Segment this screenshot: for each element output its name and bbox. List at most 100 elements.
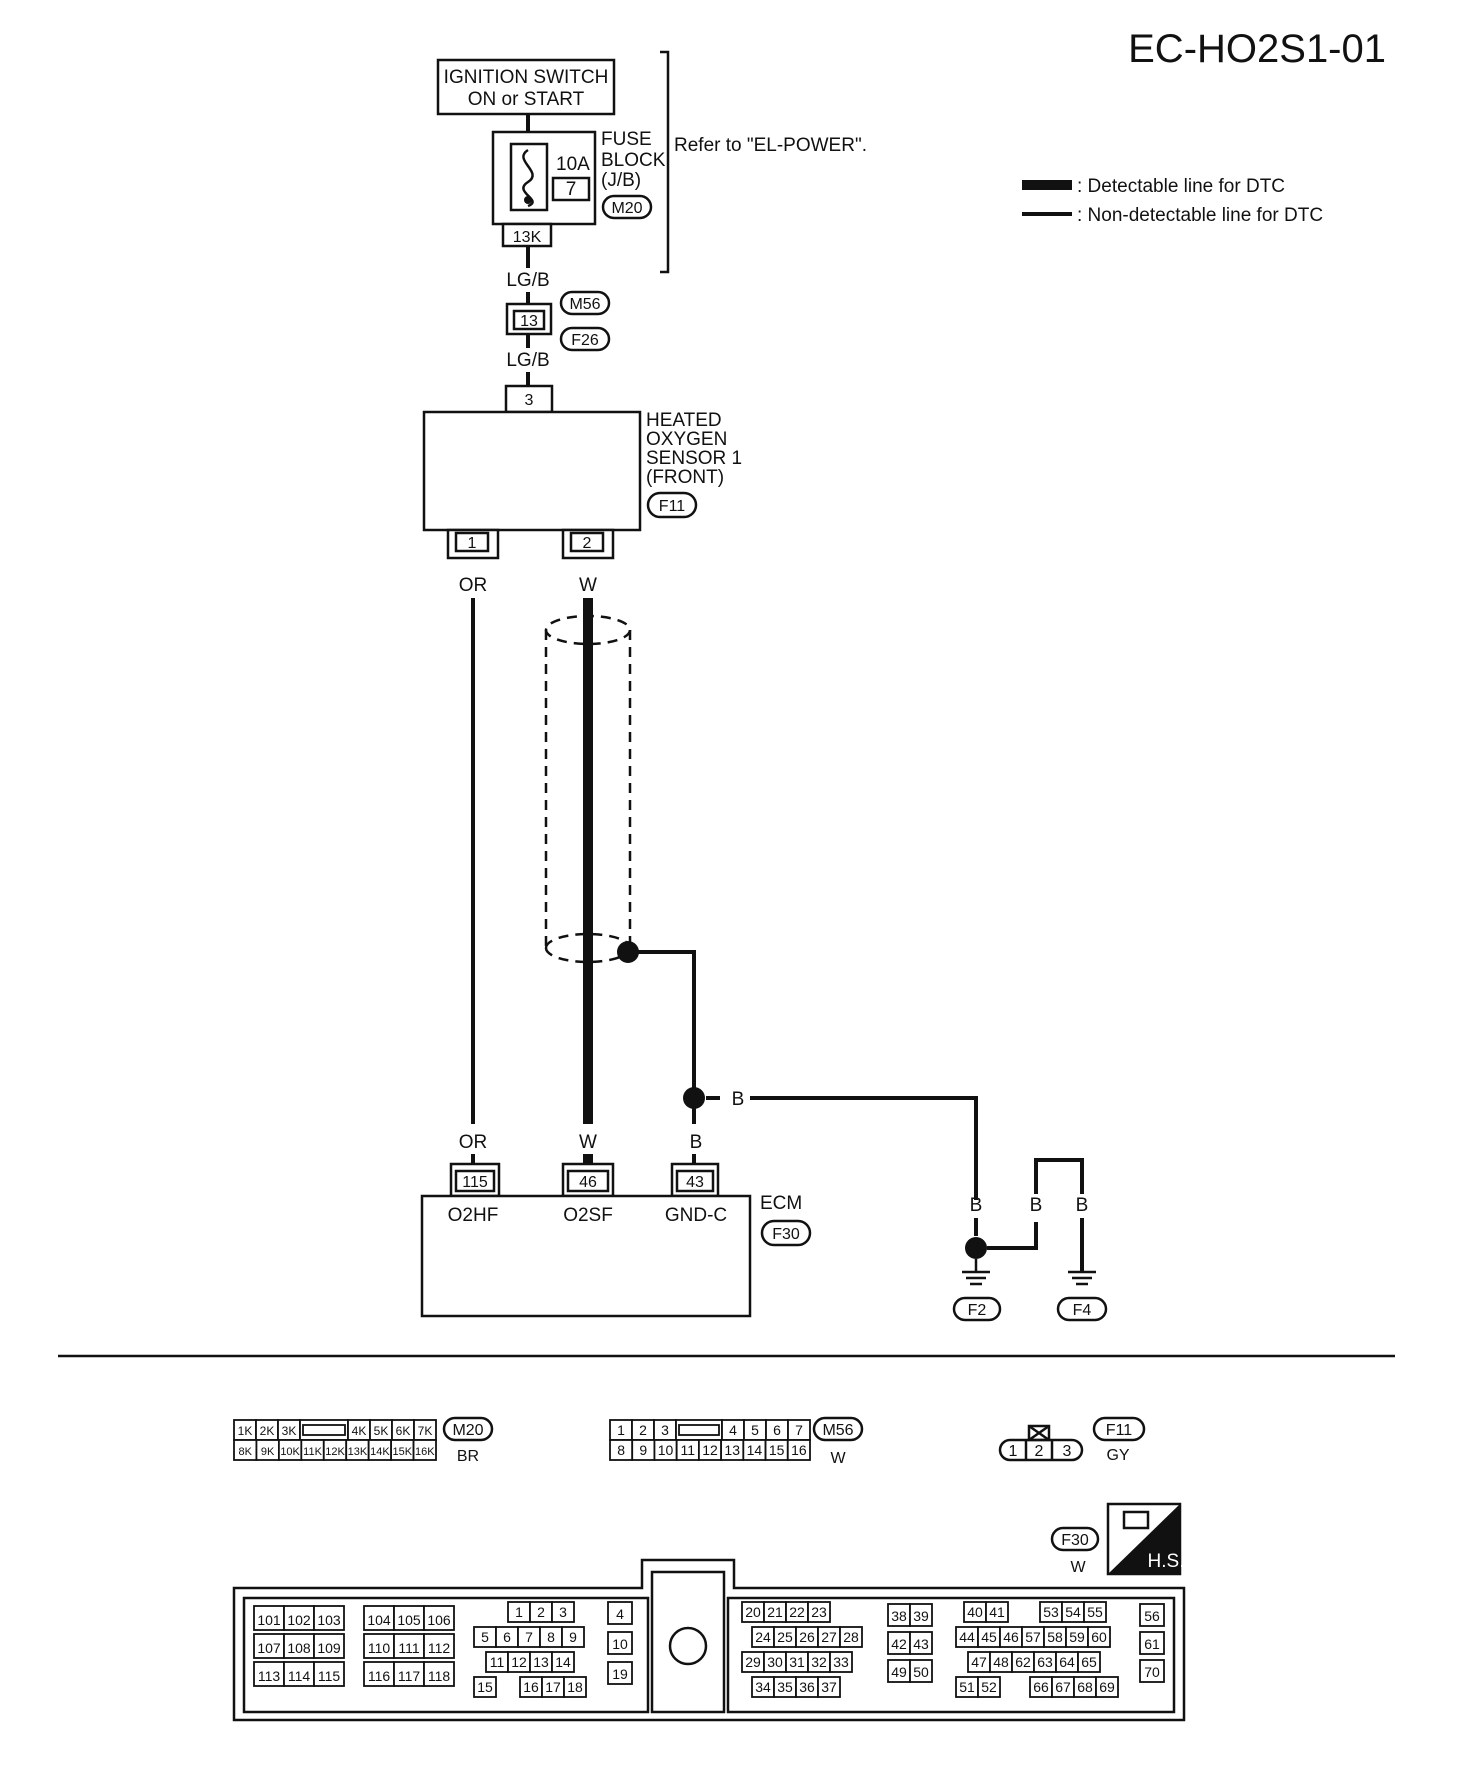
f30-pin-113: 113 xyxy=(258,1668,281,1684)
f30-pin-54: 54 xyxy=(1065,1604,1081,1620)
f30-pin-106: 106 xyxy=(427,1612,451,1628)
ground-f4: F4 xyxy=(1073,1302,1092,1319)
m20-view-id: M20 xyxy=(452,1422,483,1439)
wire-w-bottom: W xyxy=(579,1132,597,1153)
f30-view-color: W xyxy=(1070,1559,1086,1576)
m20-cell-2K: 2K xyxy=(260,1424,275,1438)
fuse-amp: 10A xyxy=(556,154,590,175)
f30-pin-12: 12 xyxy=(511,1654,527,1670)
f30-pin-65: 65 xyxy=(1081,1654,1097,1670)
m56-cell-13: 13 xyxy=(724,1442,740,1458)
f11-pin-1: 1 xyxy=(1009,1443,1018,1460)
legend: : Detectable line for DTC : Non-detectab… xyxy=(1022,176,1323,226)
f30-pin-57: 57 xyxy=(1025,1629,1041,1645)
f30-pin-36: 36 xyxy=(799,1679,815,1695)
wire-or-top: OR xyxy=(459,575,488,596)
heated-oxygen-sensor: HEATED OXYGEN SENSOR 1 (FRONT) F11 xyxy=(422,410,742,532)
f30-pin-27: 27 xyxy=(821,1629,837,1645)
f30-pin-9: 9 xyxy=(569,1629,577,1645)
f11-pin-2: 2 xyxy=(1035,1443,1044,1460)
m20-view-color: BR xyxy=(457,1448,479,1465)
f30-pin-43: 43 xyxy=(913,1636,929,1652)
m20-cell-13K: 13K xyxy=(348,1446,368,1458)
f30-pin-31: 31 xyxy=(789,1654,805,1670)
f30-pin-68: 68 xyxy=(1077,1679,1093,1695)
f30-pin-115: 115 xyxy=(318,1668,341,1684)
sensor-line1: HEATED xyxy=(646,410,722,431)
f30-pin-10: 10 xyxy=(612,1636,628,1652)
fuse-refer: Refer to "EL-POWER". xyxy=(674,135,867,156)
f30-pin-41: 41 xyxy=(989,1604,1005,1620)
m56-cell-16: 16 xyxy=(791,1442,807,1458)
f30-pin-64: 64 xyxy=(1059,1654,1075,1670)
sensor-terminal-top: 3 xyxy=(525,392,534,409)
wire-b-f4b: B xyxy=(1076,1195,1089,1216)
joint-terminal: 13 xyxy=(520,313,538,330)
joint-connector-top: M56 xyxy=(569,296,600,313)
m56-cell-14: 14 xyxy=(747,1442,763,1458)
m20-cell-10K: 10K xyxy=(280,1446,300,1458)
m56-cell-12: 12 xyxy=(702,1442,718,1458)
wire-b-gnd: B xyxy=(690,1132,703,1153)
f30-pin-69: 69 xyxy=(1099,1679,1115,1695)
f30-pin-70: 70 xyxy=(1144,1664,1160,1680)
m20-cell-11K: 11K xyxy=(303,1446,322,1458)
m56-cell-4: 4 xyxy=(729,1422,737,1438)
m56-cell-1: 1 xyxy=(617,1422,625,1438)
connector-view-f11: 1 2 3 F11 GY xyxy=(998,1416,1146,1464)
f30-pin-104: 104 xyxy=(367,1612,391,1628)
m56-cell-8: 8 xyxy=(617,1442,625,1458)
f30-pin-25: 25 xyxy=(777,1629,793,1645)
fuse-block-line3: (J/B) xyxy=(601,170,641,191)
ground-f2: F2 xyxy=(968,1302,987,1319)
fuse-terminal: 13K xyxy=(513,229,542,246)
diagram-id: EC-HO2S1-01 xyxy=(1128,27,1386,71)
ignition-switch-line2: ON or START xyxy=(468,89,585,110)
f30-pin-58: 58 xyxy=(1047,1629,1063,1645)
m56-cell-3: 3 xyxy=(661,1422,669,1438)
f30-pin-61: 61 xyxy=(1144,1636,1160,1652)
f30-pin-111: 111 xyxy=(398,1640,419,1656)
f30-pin-112: 112 xyxy=(428,1640,451,1656)
m56-cell-6: 6 xyxy=(773,1422,781,1438)
wire-lgb-2: LG/B xyxy=(506,350,549,371)
fuse-block-line1: FUSE xyxy=(601,129,652,150)
m20-cell-1K: 1K xyxy=(238,1424,253,1438)
f30-pin-40: 40 xyxy=(967,1604,983,1620)
f30-pin-108: 108 xyxy=(287,1640,311,1656)
f30-pin-62: 62 xyxy=(1015,1654,1031,1670)
wire-lgb-1: LG/B xyxy=(506,270,549,291)
f30-pin-103: 103 xyxy=(317,1612,341,1628)
m20-cell-12K: 12K xyxy=(325,1446,345,1458)
f30-pin-39: 39 xyxy=(913,1608,929,1624)
m56-cell-15: 15 xyxy=(769,1442,785,1458)
f30-pin-66: 66 xyxy=(1033,1679,1049,1695)
m20-cell-16K: 16K xyxy=(415,1446,435,1458)
connector-view-f30-header: F30 W H.S. xyxy=(1050,1502,1184,1576)
f30-pin-3: 3 xyxy=(559,1604,567,1620)
m56-cell-2: 2 xyxy=(639,1422,647,1438)
m20-cell-3K: 3K xyxy=(282,1424,297,1438)
f30-pin-60: 60 xyxy=(1091,1629,1107,1645)
f30-pin-117: 117 xyxy=(398,1668,421,1684)
joint-connector-bottom: F26 xyxy=(571,332,599,349)
m20-cell-15K: 15K xyxy=(393,1446,413,1458)
f30-pin-44: 44 xyxy=(959,1629,975,1645)
f30-pin-51: 51 xyxy=(959,1679,975,1695)
sensor-connector: F11 xyxy=(659,498,685,515)
m20-cell-4K: 4K xyxy=(352,1424,367,1438)
f30-pin-33: 33 xyxy=(833,1654,849,1670)
f30-pin-48: 48 xyxy=(993,1654,1009,1670)
f30-pin-29: 29 xyxy=(745,1654,761,1670)
f30-pin-26: 26 xyxy=(799,1629,815,1645)
m56-cell-7: 7 xyxy=(795,1422,803,1438)
ecm-pin-115: 115 xyxy=(462,1174,488,1191)
f30-pin-55: 55 xyxy=(1087,1604,1103,1620)
m20-cell-5K: 5K xyxy=(374,1424,389,1438)
f30-pin-1: 1 xyxy=(515,1604,523,1620)
f30-pin-28: 28 xyxy=(843,1629,859,1645)
ecm-pin-43: 43 xyxy=(686,1174,704,1191)
f30-pin-14: 14 xyxy=(555,1654,571,1670)
f30-pin-21: 21 xyxy=(767,1604,783,1620)
